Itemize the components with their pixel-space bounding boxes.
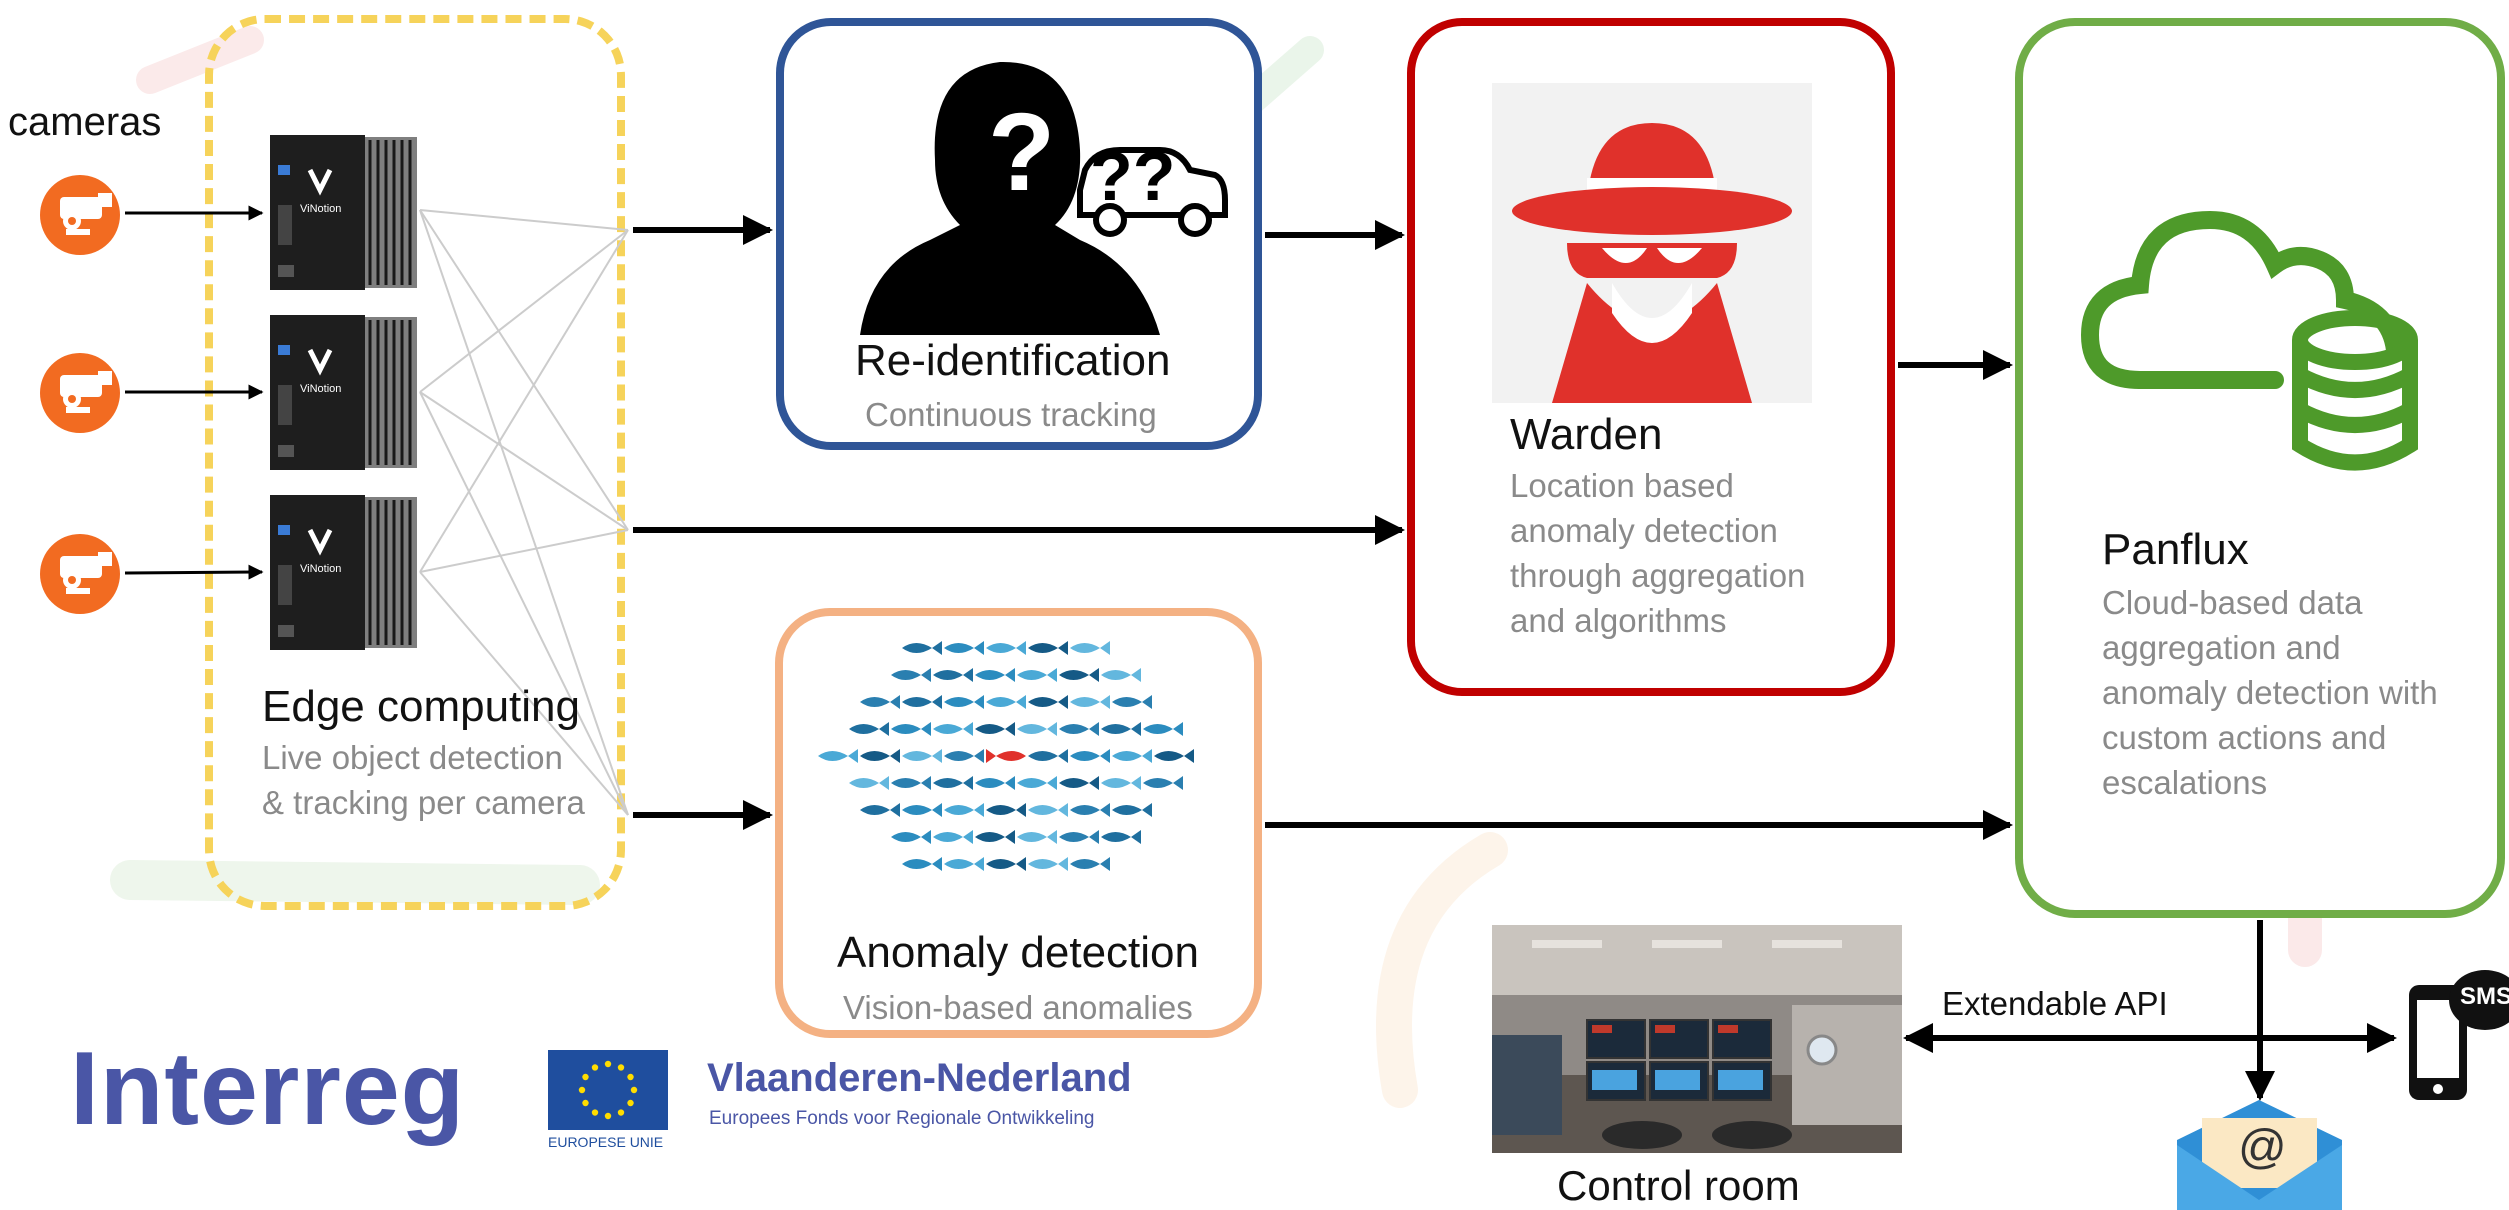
fish-school-odd-one-out-icon: [818, 641, 1194, 871]
panflux-subtitle-5: escalations: [2102, 764, 2268, 801]
program-subtitle: Europees Fonds voor Regionale Ontwikkeli…: [709, 1108, 1095, 1129]
anomaly-detection-subtitle: Vision-based anomalies: [843, 989, 1193, 1026]
panflux-title: Panflux: [2102, 525, 2249, 574]
phone-sms-icon: [2409, 970, 2509, 1100]
eu-caption: EUROPESE UNIE: [548, 1134, 664, 1150]
control-room-photo: [1492, 925, 1902, 1153]
device-brand-label: ViNotion: [300, 563, 342, 575]
edge-computing-subtitle-2: & tracking per camera: [262, 784, 585, 821]
cloud-database-icon: [2080, 210, 2418, 471]
panflux-subtitle-3: anomaly detection with: [2102, 674, 2438, 711]
panflux-subtitle-1: Cloud-based data: [2102, 584, 2363, 621]
edge-device-icon: ViNotion: [270, 135, 420, 290]
warden-title: Warden: [1510, 410, 1663, 459]
reidentification-subtitle: Continuous tracking: [865, 396, 1157, 433]
svg-text:??: ??: [1090, 137, 1176, 215]
interreg-logo: Interreg: [70, 1031, 466, 1147]
warden-subtitle-3: through aggregation: [1510, 557, 1806, 594]
extendable-api-label: Extendable API: [1942, 985, 2168, 1022]
eu-flag-icon: [548, 1050, 668, 1130]
warden-subtitle-2: anomaly detection: [1510, 512, 1778, 549]
warden-subtitle-1: Location based: [1510, 467, 1734, 504]
edge-device-icon: ViNotion: [270, 495, 420, 650]
spy-hat-icon: [1492, 83, 1812, 403]
security-camera-icon: [40, 534, 120, 614]
device-brand-label: ViNotion: [300, 203, 342, 215]
security-camera-icon: [40, 175, 120, 255]
panflux-subtitle-4: custom actions and: [2102, 719, 2387, 756]
cameras-label: cameras: [8, 100, 162, 144]
edge-computing-subtitle-1: Live object detection: [262, 739, 563, 776]
edge-device-icon: ViNotion: [270, 315, 420, 470]
anomaly-detection-title: Anomaly detection: [837, 928, 1199, 977]
panflux-subtitle-2: aggregation and: [2102, 629, 2341, 666]
anomaly-detection-box: [775, 608, 1262, 1038]
reidentification-title: Re-identification: [855, 336, 1171, 385]
control-room-label: Control room: [1557, 1162, 1800, 1209]
email-envelope-icon: [2177, 1100, 2342, 1210]
warden-subtitle-4: and algorithms: [1510, 602, 1727, 639]
program-name: Vlaanderen-Nederland: [707, 1056, 1132, 1100]
email-at-label: @: [2238, 1121, 2287, 1174]
sms-label: SMS: [2460, 983, 2509, 1010]
device-brand-label: ViNotion: [300, 383, 342, 395]
security-camera-icon: [40, 353, 120, 433]
unknown-person-silhouette-icon: ? ??: [860, 61, 1228, 335]
edge-computing-title: Edge computing: [262, 682, 580, 731]
panflux-box: [2015, 18, 2505, 918]
svg-text:?: ?: [988, 91, 1055, 214]
